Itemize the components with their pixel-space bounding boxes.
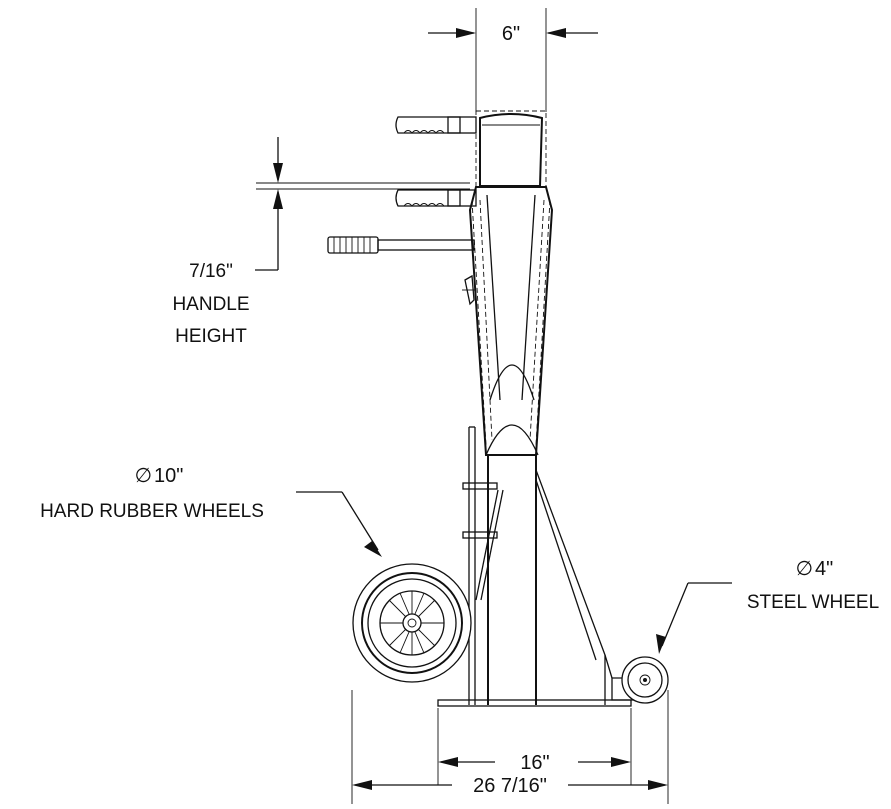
base-plate — [437, 699, 632, 707]
handle-grip-lower — [327, 236, 475, 254]
steel-wheel — [611, 656, 669, 704]
top-width-dimension: 6" — [428, 8, 598, 112]
rubber-wheel-label: HARD RUBBER WHEELS — [40, 501, 264, 522]
handle-grip-upper — [395, 116, 477, 134]
handle-height-label-line1: HANDLE — [172, 294, 249, 315]
handle-top-box — [475, 110, 547, 188]
handle-height-dimension: 7/16" HANDLE HEIGHT — [172, 137, 470, 347]
side-rail — [462, 426, 504, 705]
rubber-wheel — [352, 563, 472, 683]
diameter-symbol-steel: ∅ — [796, 558, 813, 580]
base-width-dimension: 16" — [437, 708, 632, 785]
diameter-symbol-rubber: ∅ — [135, 465, 152, 487]
top-width-label: 6" — [502, 23, 520, 45]
overall-width-dimension: 26 7/16" — [351, 690, 669, 804]
overall-width-label: 26 7/16" — [473, 775, 547, 797]
rubber-wheel-size: 10" — [154, 465, 183, 487]
hand-truck-frame — [462, 186, 613, 705]
base-width-label: 16" — [520, 752, 549, 774]
steel-wheel-size: 4" — [815, 558, 833, 580]
handle-grip-middle — [395, 189, 477, 207]
steel-wheel-callout: ∅ 4" STEEL WHEEL — [656, 558, 879, 654]
handle-height-value: 7/16" — [189, 261, 233, 282]
steel-wheel-label: STEEL WHEEL — [747, 592, 879, 613]
svg-text:∅: ∅ — [796, 558, 813, 580]
svg-text:∅: ∅ — [135, 465, 152, 487]
rubber-wheel-callout: ∅ 10" HARD RUBBER WHEELS — [40, 465, 382, 557]
handle-height-label-line2: HEIGHT — [175, 326, 247, 347]
